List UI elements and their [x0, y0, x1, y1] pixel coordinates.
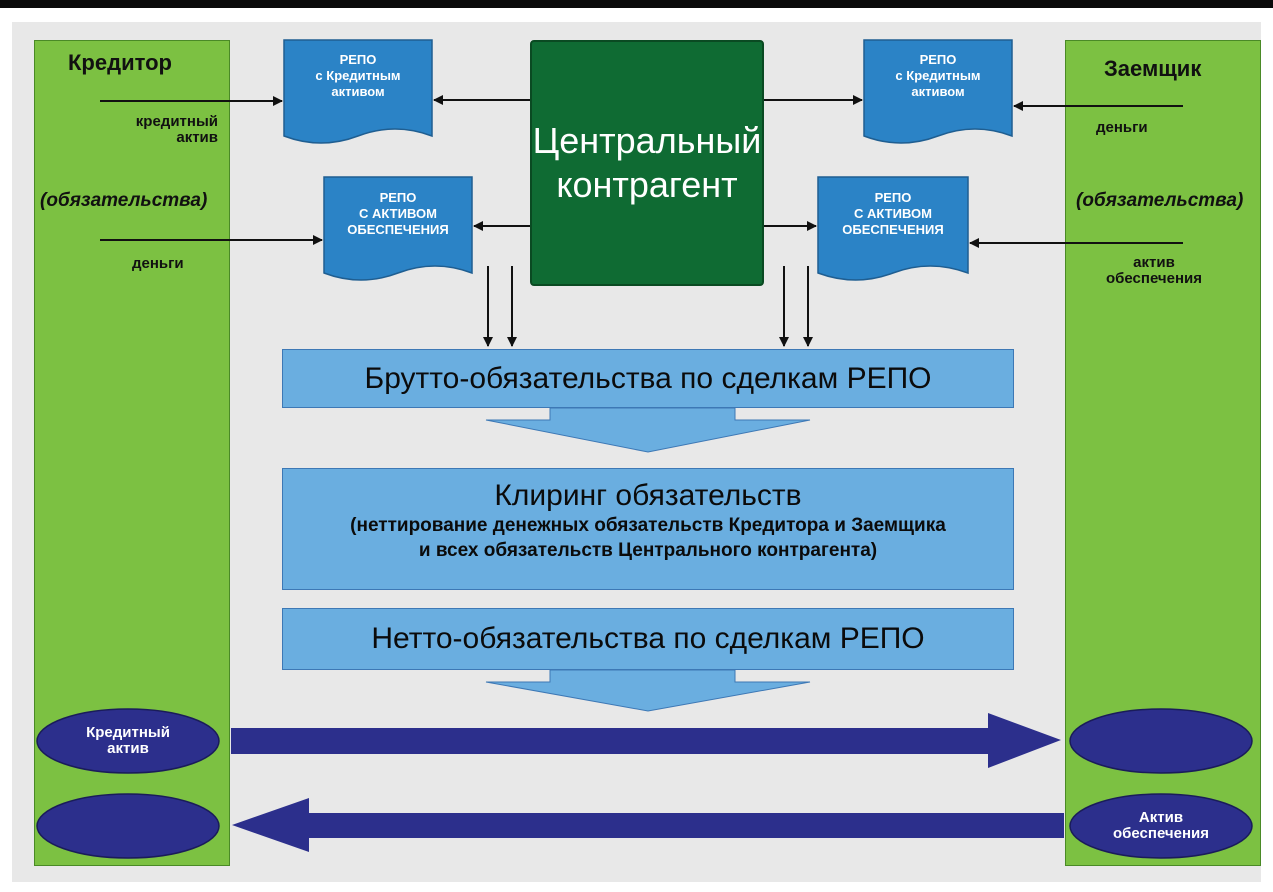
central-counterparty-box: Центральный контрагент	[530, 40, 764, 286]
clearing-title: Клиринг обязательств	[494, 479, 802, 512]
creditor-ellipse-top	[36, 708, 220, 774]
creditor-title: Кредитор	[68, 50, 172, 75]
gross-obligations-label: Брутто-обязательства по сделкам РЕПО	[364, 362, 932, 395]
flow-arrow-right	[231, 713, 1061, 768]
creditor-money-in-label: деньги	[132, 255, 184, 272]
central-counterparty-label: Центральный контрагент	[532, 120, 762, 205]
doc-collateral-right-label: РЕПО с активом обеспечения	[842, 190, 944, 237]
doc-credit-right-label: РЕПО с Кредитным активом	[895, 52, 981, 99]
doc-credit-left	[283, 39, 433, 144]
borrower-ellipse-bottom	[1069, 793, 1253, 859]
clearing-note-line2: и всех обязательств Центрального контраг…	[418, 540, 878, 561]
borrower-ellipse-top	[1069, 708, 1253, 774]
creditor-ellipse-bottom	[36, 793, 220, 859]
doc-credit-left-label: РЕПО с Кредитным активом	[315, 52, 401, 99]
top-rule	[0, 0, 1273, 8]
creditor-obligations-label: (обязательства)	[40, 190, 208, 211]
borrower-collateral-in-label: актив обеспечения	[1105, 254, 1203, 287]
doc-collateral-left	[323, 176, 473, 281]
doc-collateral-left-label: РЕПО с активом обеспечения	[347, 190, 449, 237]
borrower-money-in-label: деньги	[1096, 119, 1148, 136]
borrower-obligations-label: (обязательства)	[1076, 190, 1244, 211]
doc-collateral-right	[817, 176, 969, 281]
clearing-note-line1: (неттирование денежных обязательств Кред…	[350, 515, 946, 536]
net-obligations-label: Нетто-обязательства по сделкам РЕПО	[371, 622, 925, 655]
net-down-funnel	[485, 669, 811, 712]
doc-credit-right	[863, 39, 1013, 144]
gross-down-funnel	[485, 407, 811, 453]
creditor-credit-in-label: кредитный актив	[135, 113, 218, 146]
borrower-ellipse-bottom-label: Актив обеспечения	[1112, 809, 1210, 842]
clearing-band: Клиринг обязательств (неттирование денеж…	[282, 468, 1014, 590]
creditor-ellipse-top-label: Кредитный актив	[86, 724, 170, 757]
net-obligations-band: Нетто-обязательства по сделкам РЕПО	[282, 608, 1014, 670]
borrower-title: Заемщик	[1104, 56, 1202, 81]
flow-arrow-left	[232, 798, 1064, 852]
